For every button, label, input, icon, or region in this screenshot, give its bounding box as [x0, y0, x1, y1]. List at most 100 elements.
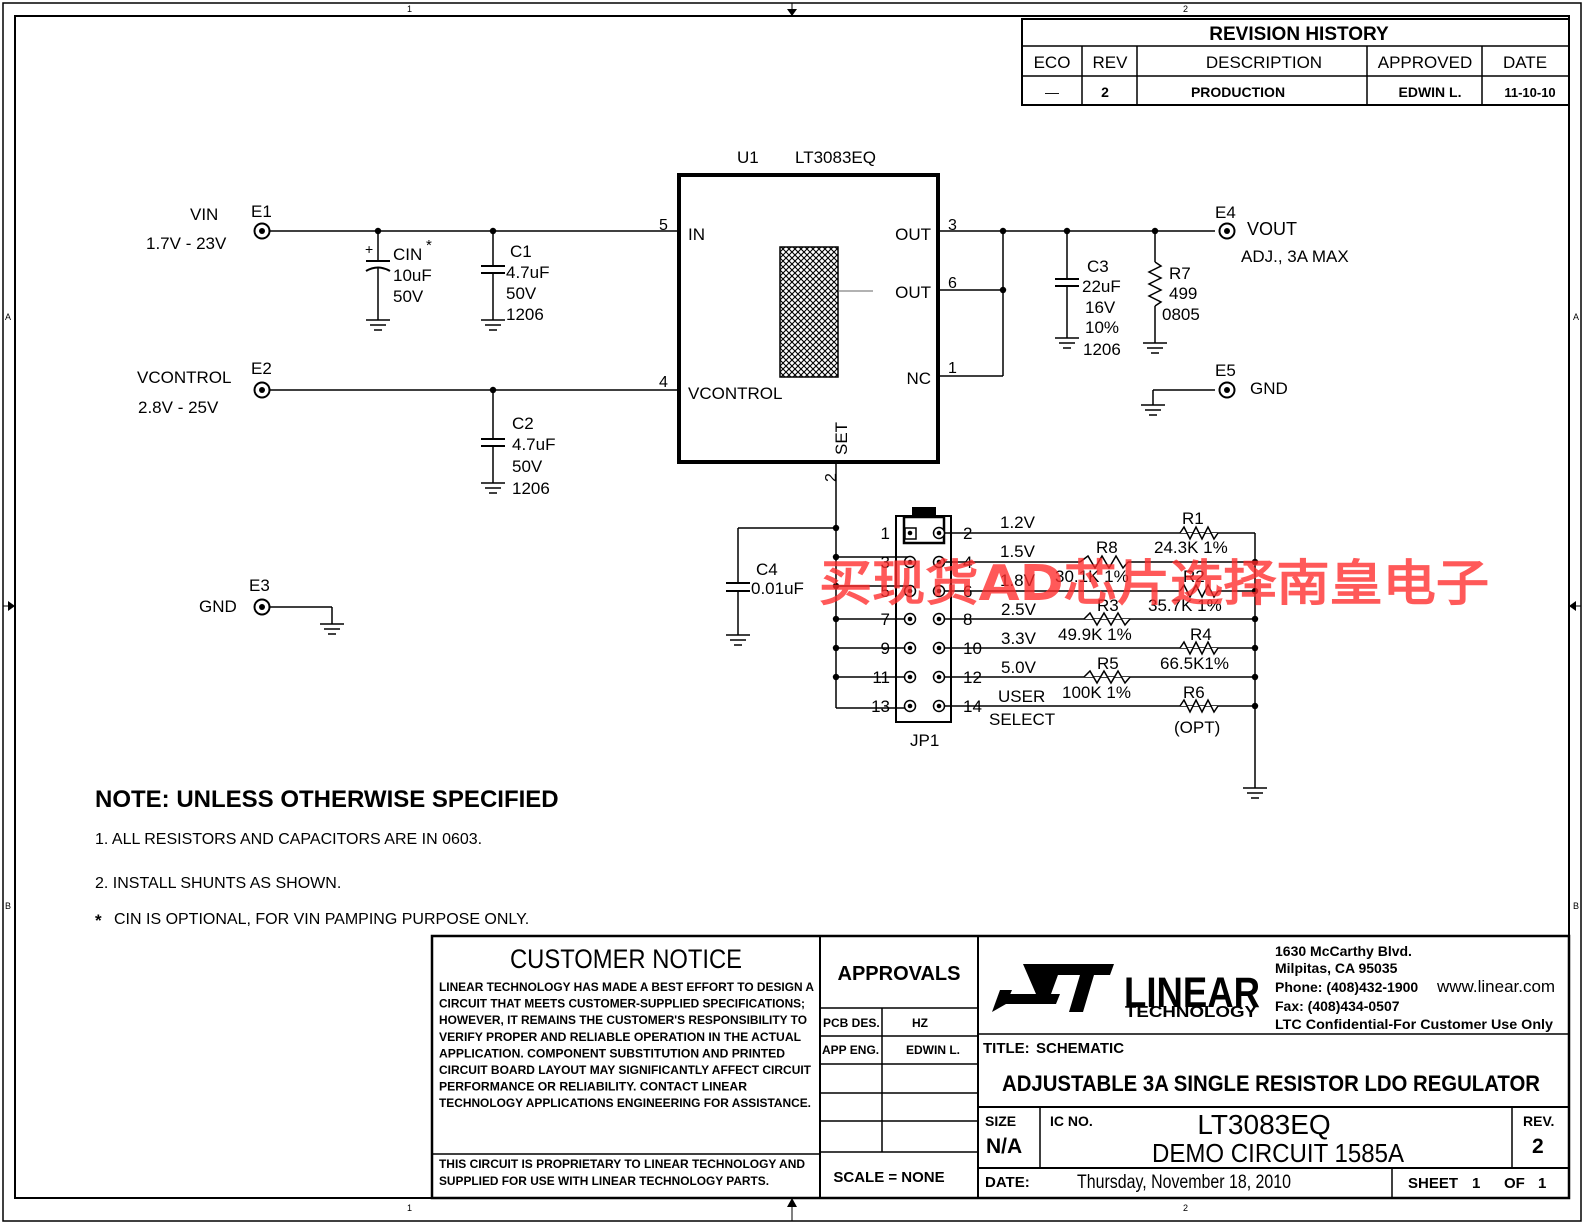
c2-value: 4.7uF: [512, 435, 555, 454]
c1-value: 4.7uF: [506, 263, 549, 282]
notes-title: NOTE: UNLESS OTHERWISE SPECIFIED: [95, 786, 559, 813]
voltage-label-3: 2.5V: [1001, 600, 1037, 619]
c1-ref: C1: [510, 242, 532, 261]
date-label: DATE:: [985, 1174, 1030, 1191]
app-eng-value: EDWIN L.: [906, 1043, 960, 1057]
resistor-value-r4: 66.5K1%: [1160, 654, 1229, 673]
resistor-value-r6: (OPT): [1174, 718, 1220, 737]
jp1-ref: JP1: [910, 731, 939, 750]
customer-notice-line-4: VERIFY PROPER AND RELIABLE OPERATION IN …: [439, 1030, 801, 1044]
ground-symbols: [320, 319, 1267, 799]
c2-capacitor-symbol: [481, 390, 505, 483]
jp1-pin-num-13: 13: [871, 697, 890, 716]
r7-ref: R7: [1169, 264, 1191, 283]
title-main: ADJUSTABLE 3A SINGLE RESISTOR LDO REGULA…: [1002, 1071, 1540, 1096]
pin-label-vcontrol: VCONTROL: [688, 384, 782, 403]
pin-label-set: SET: [832, 422, 851, 455]
pin-num-4: 4: [659, 374, 668, 391]
jp1-pin-num-5: 5: [881, 582, 890, 601]
company-phone: Phone: (408)432-1900: [1275, 979, 1418, 995]
resistor-value-r1: 24.3K 1%: [1154, 538, 1228, 557]
customer-notice-line-1: LINEAR TECHNOLOGY HAS MADE A BEST EFFORT…: [439, 980, 814, 994]
cin-capacitor-symbol: [365, 231, 391, 320]
zone-left-a: A: [5, 312, 11, 322]
e1-net: VIN: [190, 205, 218, 224]
cin-plus: +: [365, 241, 373, 257]
sheet-value: 1: [1472, 1175, 1480, 1192]
zone-top-1: 1: [407, 4, 412, 14]
u1-ic-body: [677, 173, 940, 464]
jp1-shunt: [912, 507, 936, 517]
rev-header-description: DESCRIPTION: [1206, 53, 1322, 72]
e2-ref: E2: [251, 359, 272, 378]
resistor-ref-r3: R3: [1097, 596, 1119, 615]
voltage-label-2: 1.8V: [1000, 571, 1036, 590]
cin-ref: CIN: [393, 245, 422, 264]
e3-ref: E3: [249, 576, 270, 595]
rev-row-rev: 2: [1101, 84, 1109, 100]
zone-right-b: B: [1573, 901, 1579, 911]
revision-history-title: REVISION HISTORY: [1209, 24, 1389, 45]
title-label: TITLE:: [983, 1040, 1030, 1057]
e5-net: GND: [1250, 379, 1288, 398]
user-select-label: SELECT: [989, 710, 1055, 729]
rev-header-approved: APPROVED: [1378, 53, 1472, 72]
customer-notice-title: CUSTOMER NOTICE: [510, 944, 742, 974]
junction-dots: [374, 227, 1259, 710]
rev-header-rev: REV: [1093, 53, 1129, 72]
jp1-pin-num-7: 7: [881, 610, 890, 629]
pcb-des-value: HZ: [912, 1016, 928, 1030]
jp1-pin-num-4: 4: [963, 553, 972, 572]
pin-num-3: 3: [948, 217, 957, 234]
note-2: 2. INSTALL SHUNTS AS SHOWN.: [95, 875, 341, 892]
c3-value: 22uF: [1082, 277, 1121, 296]
customer-notice-line-3: HOWEVER, IT REMAINS THE CUSTOMER'S RESPO…: [439, 1013, 807, 1027]
watermark-text: 买现货AD芯片选择南皇电子: [819, 555, 1489, 612]
u1-part: LT3083EQ: [795, 148, 876, 167]
app-eng-label: APP ENG.: [822, 1043, 879, 1057]
c4-ref: C4: [756, 560, 778, 579]
resistor-ref-r8: R8: [1096, 538, 1118, 557]
zone-right-a: A: [1573, 312, 1579, 322]
size-value: N/A: [986, 1135, 1022, 1158]
voltage-label-5: 5.0V: [1001, 658, 1037, 677]
c4-capacitor-symbol: [726, 582, 750, 592]
rev-header-date: DATE: [1503, 53, 1547, 72]
pin-label-out2: OUT: [895, 283, 931, 302]
title-block-frame: [430, 934, 1571, 1200]
pin-num-6: 6: [948, 275, 957, 292]
voltage-label-1: 1.5V: [1000, 542, 1036, 561]
linear-logo-mark: [992, 964, 1114, 1012]
customer-notice-line-7: PERFORMANCE OR RELIABILITY. CONTACT LINE…: [439, 1080, 747, 1094]
company-address-1: 1630 McCarthy Blvd.: [1275, 943, 1412, 959]
rev-header-eco: ECO: [1034, 53, 1071, 72]
rev-label: REV.: [1523, 1113, 1554, 1129]
customer-notice-line-5: APPLICATION. COMPONENT SUBSTITUTION AND …: [439, 1046, 785, 1060]
resistor-value-r3: 49.9K 1%: [1058, 625, 1132, 644]
c1-voltage: 50V: [506, 284, 537, 303]
c2-voltage: 50V: [512, 457, 543, 476]
rev-row-description: PRODUCTION: [1191, 84, 1285, 100]
rev-row-date: 11-10-10: [1504, 85, 1555, 100]
customer-notice-line-8: TECHNOLOGY APPLICATIONS ENGINEERING FOR …: [439, 1096, 811, 1110]
e2-range: 2.8V - 25V: [138, 398, 219, 417]
company-web: www.linear.com: [1436, 977, 1555, 996]
set-resistor-zigzags: [1079, 525, 1219, 714]
rev-row-eco: —: [1045, 84, 1059, 100]
of-label: OF: [1504, 1175, 1525, 1192]
zone-top-2: 2: [1183, 4, 1188, 14]
c3-voltage: 16V: [1085, 298, 1116, 317]
jp1-pin-num-1: 1: [881, 524, 890, 543]
u1-ref: U1: [737, 148, 759, 167]
customer-notice-line-6: CIRCUIT BOARD LAYOUT MAY SIGNIFICANTLY A…: [439, 1063, 812, 1077]
cin-value: 10uF: [393, 266, 432, 285]
pin-label-nc: NC: [906, 369, 931, 388]
e1-ref: E1: [251, 202, 272, 221]
ic-no-label: IC NO.: [1050, 1113, 1093, 1129]
jp1-pin-centers: [907, 530, 942, 709]
demo-circuit: DEMO CIRCUIT 1585A: [1152, 1138, 1405, 1168]
rev-value: 2: [1532, 1135, 1544, 1158]
